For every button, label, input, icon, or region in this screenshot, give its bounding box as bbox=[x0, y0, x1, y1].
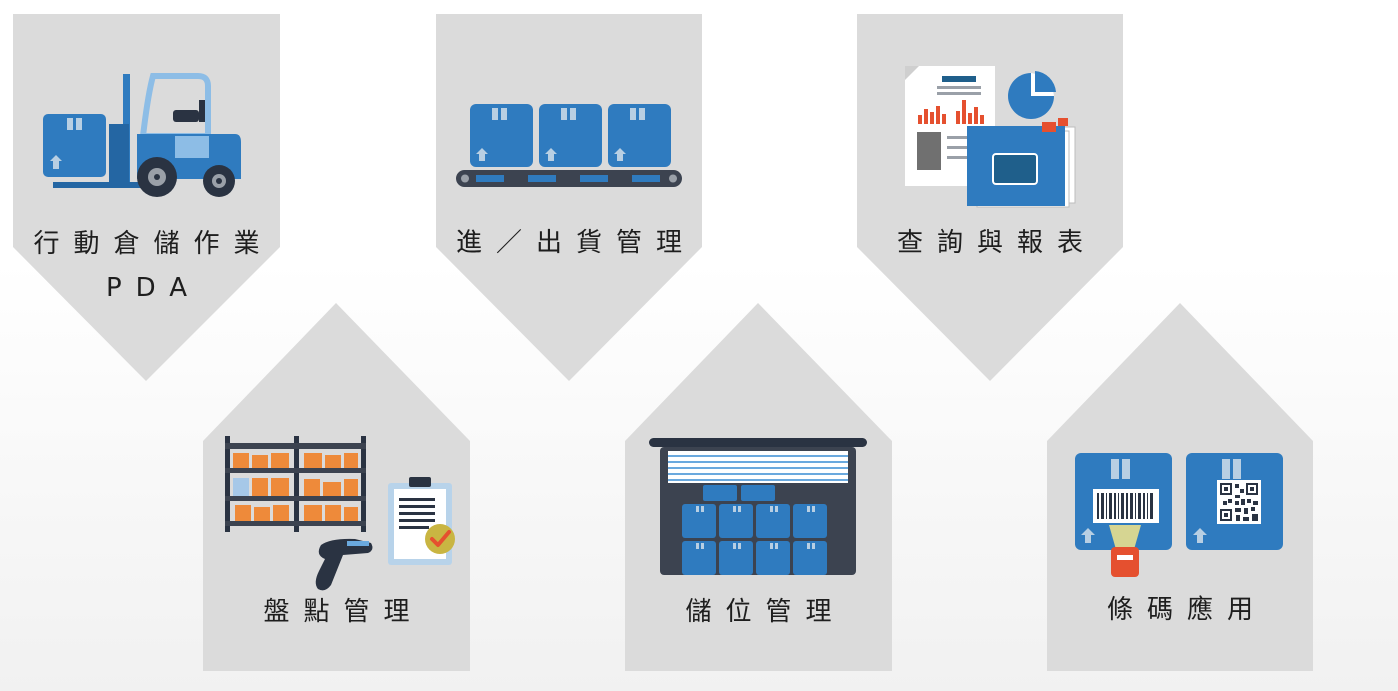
tile-query-report[interactable]: 查詢與報表 bbox=[857, 14, 1123, 381]
tile-location[interactable]: 儲位管理 bbox=[625, 303, 892, 671]
barcode-icon bbox=[1075, 453, 1283, 577]
tile-label: 行動倉儲作業 bbox=[33, 229, 274, 259]
tile-inventory-check[interactable]: 盤點管理 bbox=[203, 303, 470, 671]
tile-shape bbox=[1047, 303, 1313, 671]
tile-barcode[interactable]: 條碼應用 bbox=[1047, 303, 1313, 671]
forklift-icon bbox=[43, 73, 241, 197]
warehouse-icon bbox=[649, 438, 867, 575]
conveyor-icon bbox=[456, 104, 682, 187]
tile-label: 儲位管理 bbox=[685, 597, 846, 627]
tile-label-sub: PDA bbox=[105, 273, 202, 303]
tile-shape bbox=[13, 14, 280, 381]
tile-inbound-outbound[interactable]: 進／出貨管理 bbox=[436, 14, 702, 381]
tile-label: 盤點管理 bbox=[263, 597, 424, 627]
tile-label: 進／出貨管理 bbox=[455, 228, 696, 258]
tile-label: 條碼應用 bbox=[1106, 595, 1267, 625]
tile-mobile-pda[interactable]: 行動倉儲作業 PDA bbox=[13, 14, 280, 381]
tile-label: 查詢與報表 bbox=[896, 228, 1097, 258]
report-icon bbox=[905, 66, 1076, 208]
shelf-scanner-icon bbox=[225, 436, 455, 591]
